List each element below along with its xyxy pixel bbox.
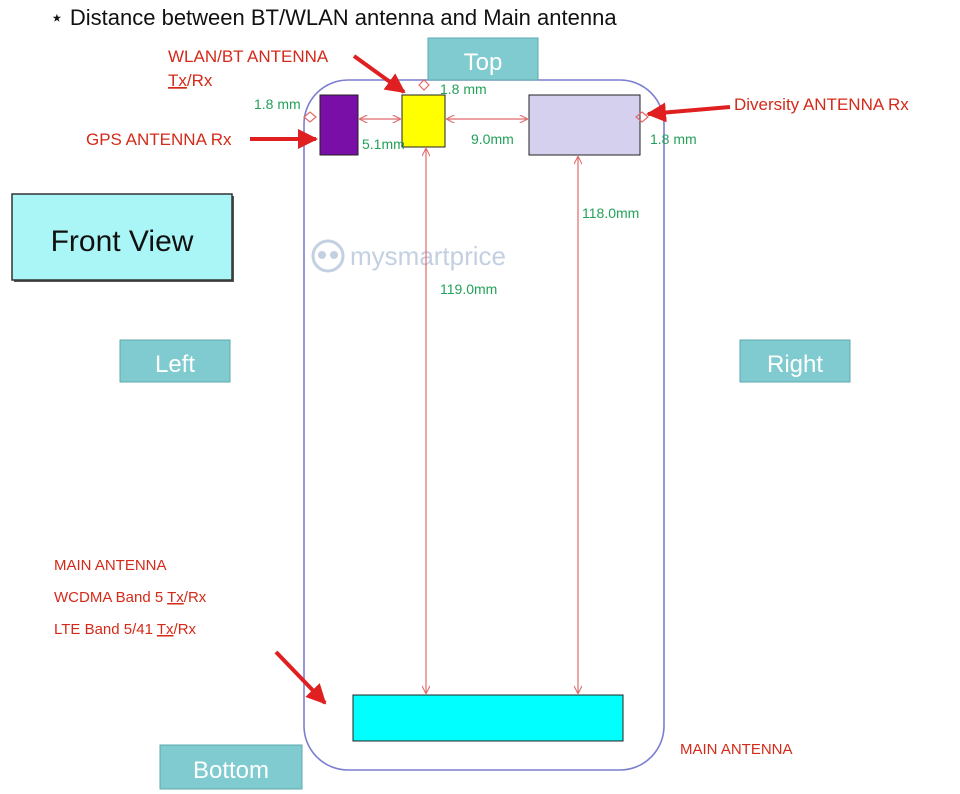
front-view-box: Front View: [11, 193, 234, 282]
side-label-left: Left: [155, 351, 195, 378]
diversity-edge-measurement: 1.8 mm: [650, 131, 697, 147]
band2-tx: Tx: [157, 621, 174, 638]
wlan-bt-antenna-block: [401, 94, 446, 148]
side-box-left: Left: [119, 339, 231, 383]
main-antenna-label: MAIN ANTENNA: [680, 741, 793, 758]
owl-logo-icon: [311, 239, 345, 273]
wlan-bt-antenna-label: WLAN/BT ANTENNA: [168, 47, 329, 66]
side-label-bottom: Bottom: [193, 757, 269, 784]
phone-outline: [303, 79, 665, 771]
diversity-main-measurement: 118.0mm: [582, 205, 639, 221]
main-pointer-arrow: [274, 650, 327, 705]
band2-prefix: LTE Band 5/41: [54, 621, 157, 638]
watermark-text: mysmartprice: [350, 241, 506, 271]
main-antenna-block: [352, 694, 624, 742]
side-label-top: Top: [464, 49, 503, 76]
diversity-antenna-block: [528, 94, 641, 156]
diagram-title: ⋆ Distance between BT/WLAN antenna and M…: [50, 5, 617, 30]
front-view-label: Front View: [51, 225, 194, 258]
main-antenna-desc-band2: LTE Band 5/41 Tx/Rx: [54, 621, 197, 638]
wlan-bt-tx: Tx: [168, 71, 187, 90]
band2-rx: /Rx: [174, 621, 197, 638]
band1-tx: Tx: [167, 589, 184, 606]
diversity-antenna-label: Diversity ANTENNA Rx: [734, 95, 909, 114]
side-box-bottom: Bottom: [159, 744, 303, 790]
wlan-top-marker: [418, 79, 430, 91]
wlan-bt-txrx-label: Tx/Rx: [168, 71, 213, 90]
side-box-right: Right: [739, 339, 851, 383]
gps-antenna-label: GPS ANTENNA Rx: [86, 130, 232, 149]
main-antenna-desc-title: MAIN ANTENNA: [54, 557, 167, 574]
watermark: mysmartprice: [311, 239, 506, 273]
gps-antenna-block: [319, 94, 359, 156]
wlan-bt-rx: /Rx: [187, 71, 213, 90]
side-box-top: Top: [427, 37, 539, 81]
wlan-main-measurement: 119.0mm: [440, 281, 497, 297]
wlan-pointer-arrow: [352, 54, 406, 94]
main-antenna-desc-band1: WCDMA Band 5 Tx/Rx: [54, 589, 207, 606]
gps-edge-marker: [303, 111, 317, 123]
diversity-pointer-arrow: [646, 102, 731, 123]
gps-wlan-measurement: 5.1mm: [362, 136, 405, 152]
wlan-diversity-measurement: 9.0mm: [471, 131, 514, 147]
diversity-edge-marker: [635, 111, 649, 123]
gps-edge-measurement: 1.8 mm: [254, 96, 301, 112]
band1-prefix: WCDMA Band 5: [54, 589, 167, 606]
side-label-right: Right: [767, 351, 823, 378]
wlan-top-measurement: 1.8 mm: [440, 81, 487, 97]
band1-rx: /Rx: [184, 589, 207, 606]
